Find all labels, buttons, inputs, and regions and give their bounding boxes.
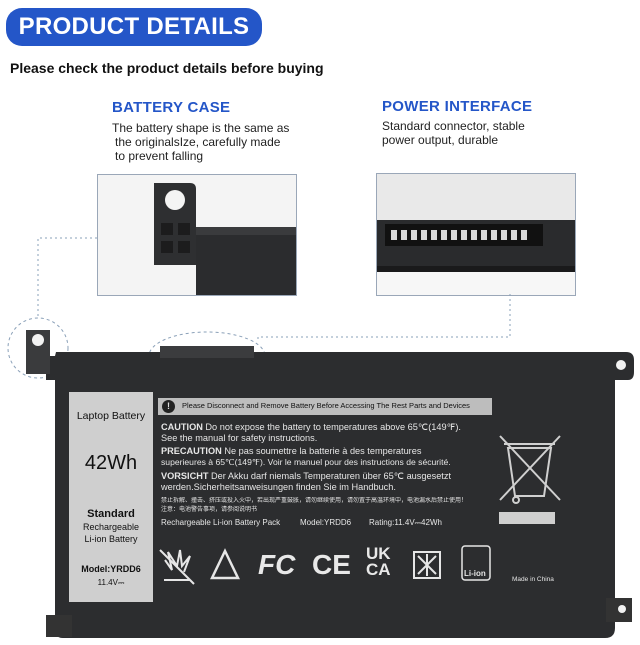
vorsicht-text-2: werden.Sicherheitsanweisungen finden Sie… <box>161 482 396 492</box>
pack-model: Model:YRDD6 <box>300 518 352 527</box>
ukca-mark-icon: UK CA <box>366 544 391 579</box>
precaution-text: Ne pas soumettre la batterie à des tempe… <box>224 446 422 456</box>
label-model: Model:YRDD6 <box>81 564 141 574</box>
exclamation-icon: ! <box>162 400 175 413</box>
battery-case-description: The battery shape is the same as the ori… <box>112 121 289 163</box>
caution-block: CAUTION Do not expose the battery to tem… <box>161 422 491 444</box>
precaution-block: PRECAUTION Ne pas soumettre la batterie … <box>161 446 496 468</box>
label-standard: Standard <box>87 508 135 520</box>
vorsicht-text: Der Akku darf niemals Temperaturen über … <box>211 471 452 481</box>
weee-bin-icon <box>499 435 561 504</box>
caution-text: Do not expose the battery to temperature… <box>205 422 461 432</box>
pack-rating: Rating:11.4V⎓42Wh <box>369 518 442 527</box>
label-voltage: 11.4V⎓ <box>97 578 125 587</box>
fc-mark-icon: FC <box>258 549 296 580</box>
warning-triangle-icon <box>210 548 240 580</box>
label-chemistry: Li-ion Battery <box>84 534 138 544</box>
vorsicht-label: VORSICHT <box>161 471 209 481</box>
ce-mark-icon: CE <box>312 549 351 580</box>
warning-bar: ! Please Disconnect and Remove Battery B… <box>158 398 492 415</box>
battery-case-closeup <box>97 174 297 296</box>
power-interface-closeup <box>376 173 576 296</box>
battery-case-line: the originalsIze, carefully made <box>115 135 281 149</box>
power-interface-description: Standard connector, stable power output,… <box>382 119 525 147</box>
power-interface-line: power output, durable <box>382 133 499 147</box>
label-rechargeable: Rechargeable <box>82 522 140 532</box>
battery-case-closeup-image <box>98 175 296 295</box>
power-interface-line: Standard connector, stable <box>382 119 525 133</box>
made-in-text: Made in China <box>512 576 554 583</box>
precaution-text-2: superieures à 65℃(149℉). Voir le manuel … <box>161 457 451 467</box>
label-title: Laptop Battery <box>76 410 146 422</box>
chinese-warning: 禁止拆解、撞击、挤压或投入火中，若出现严重鼓胀，请勿继续使用，请勿置于高温环境中… <box>161 497 491 515</box>
certification-mark-icon <box>413 551 441 579</box>
label-capacity: 42Wh <box>84 452 138 474</box>
battery-case-line: to prevent falling <box>115 149 204 163</box>
battery-case-heading: BATTERY CASE <box>112 99 231 116</box>
ukca-bottom: CA <box>366 560 391 579</box>
product-details-banner: PRODUCT DETAILS <box>6 8 262 46</box>
caution-text-2: See the manual for safety instructions. <box>161 433 318 443</box>
chinese-line-2: 注意：电池警告事项，请参阅说明书 <box>161 507 258 513</box>
vorsicht-block: VORSICHT Der Akku darf niemals Temperatu… <box>161 471 496 493</box>
chinese-line-1: 禁止拆解、撞击、挤压或投入火中，若出现严重鼓胀，请勿继续使用，请勿置于高温环境中… <box>161 498 468 504</box>
warning-bar-text: Please Disconnect and Remove Battery Bef… <box>182 401 470 410</box>
flammable-icon <box>159 549 195 585</box>
battery-case-line: The battery shape is the same as <box>112 121 290 135</box>
recycle-label: Li-ion <box>464 569 486 578</box>
weee-bar <box>499 512 555 524</box>
power-interface-heading: POWER INTERFACE <box>382 98 533 115</box>
page-subtitle: Please check the product details before … <box>10 60 324 76</box>
precaution-label: PRECAUTION <box>161 446 222 456</box>
battery-label-card: Laptop Battery 42Wh Standard Rechargeabl… <box>69 392 153 602</box>
caution-label: CAUTION <box>161 422 203 432</box>
power-connector-image <box>377 174 575 295</box>
pack-type: Rechargeable Li-ion Battery Pack <box>161 518 281 527</box>
ukca-top: UK <box>366 544 391 563</box>
recycle-icon <box>461 545 491 581</box>
